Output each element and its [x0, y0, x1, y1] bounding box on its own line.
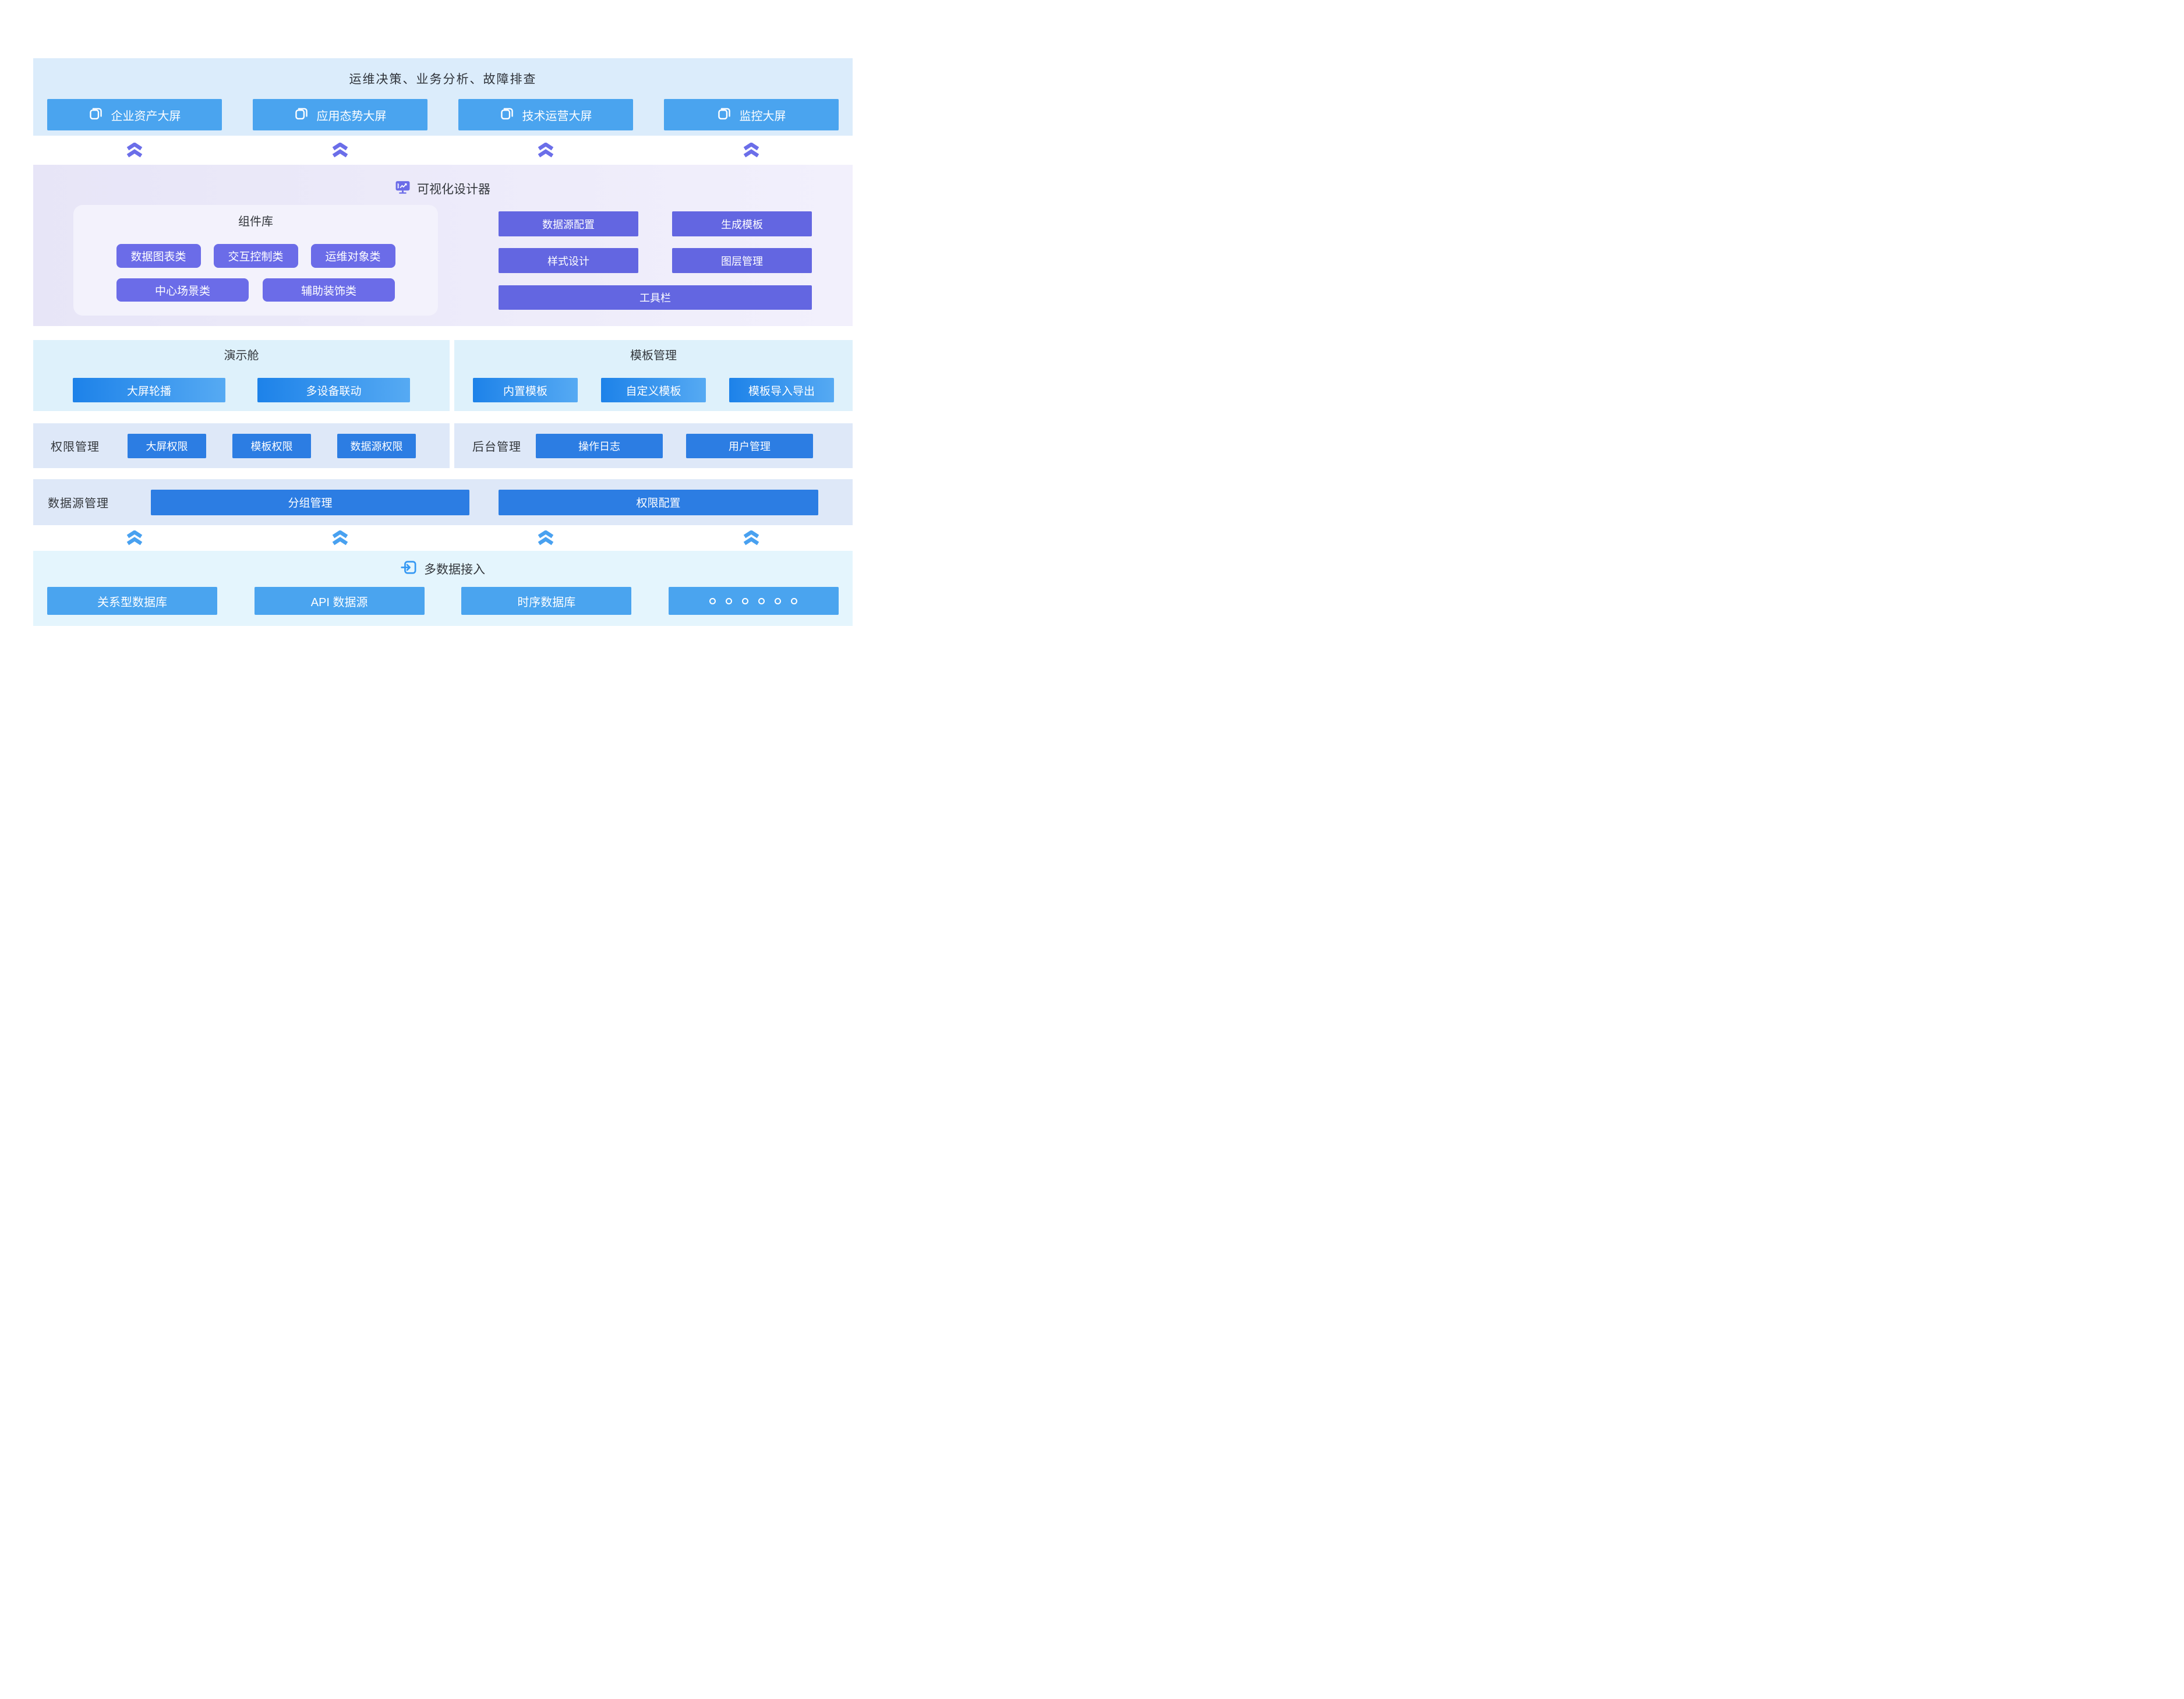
demo-title: 演示舱 [224, 349, 259, 362]
double-chevron-up-icon [47, 142, 222, 158]
datasource-type-button-api[interactable]: API 数据源 [254, 587, 425, 615]
dot-icon [726, 597, 733, 604]
template-management-title: 模板管理 [630, 349, 677, 362]
flow-arrows-row-top [33, 136, 853, 165]
dashboard-button-tech-ops[interactable]: 技术运营大屏 [458, 99, 633, 130]
double-chevron-up-icon [664, 530, 839, 546]
dashboard-button-label: 技术运营大屏 [522, 109, 592, 123]
double-chevron-up-icon [458, 530, 633, 546]
component-category-button-center-scene[interactable]: 中心场景类 [116, 278, 249, 302]
template-button-custom[interactable]: 自定义模板 [601, 378, 706, 402]
dashboard-layer-title: 运维决策、业务分析、故障排查 [349, 73, 537, 86]
datasource-button-group-management[interactable]: 分组管理 [151, 489, 469, 515]
designer-features: 数据源配置 生成模板 样式设计 图层管理 工具栏 [499, 211, 812, 310]
backend-button-user-management[interactable]: 用户管理 [686, 433, 813, 458]
datasource-button-permission-config[interactable]: 权限配置 [499, 489, 818, 515]
component-category-button-interaction[interactable]: 交互控制类 [213, 244, 298, 268]
more-datasources-button[interactable] [668, 587, 839, 615]
architecture-diagram: 运维决策、业务分析、故障排查 企业资产大屏 应用态势大屏 技术运营大屏 监控大屏 [0, 0, 874, 679]
dot-icon [791, 597, 798, 604]
backend-management-label: 后台管理 [472, 441, 521, 454]
flow-arrows-row-bottom [33, 525, 853, 551]
data-access-buttons-row: 关系型数据库 API 数据源 时序数据库 [47, 587, 839, 615]
component-library-panel: 组件库 数据图表类 交互控制类 运维对象类 中心场景类 辅助装饰类 [73, 205, 438, 316]
dashboard-buttons-row: 企业资产大屏 应用态势大屏 技术运营大屏 监控大屏 [47, 99, 839, 130]
double-chevron-up-icon [664, 142, 839, 158]
double-chevron-up-icon [253, 142, 427, 158]
component-library-row2: 中心场景类 辅助装饰类 [73, 278, 438, 302]
dashboard-button-label: 监控大屏 [739, 109, 786, 123]
screens-icon [500, 106, 514, 124]
dot-icon [758, 597, 765, 604]
permission-management-section: 权限管理 大屏权限 模板权限 数据源权限 [33, 423, 450, 468]
template-management-section: 模板管理 内置模板 自定义模板 模板导入导出 [454, 340, 853, 411]
double-chevron-up-icon [253, 530, 427, 546]
double-chevron-up-icon [458, 142, 633, 158]
import-icon [401, 560, 416, 578]
feature-button-generate-template[interactable]: 生成模板 [672, 211, 812, 236]
dashboard-button-monitoring[interactable]: 监控大屏 [664, 99, 839, 130]
template-button-builtin[interactable]: 内置模板 [473, 378, 578, 402]
data-access-section: 多数据接入 关系型数据库 API 数据源 时序数据库 [33, 551, 853, 626]
template-button-import-export[interactable]: 模板导入导出 [729, 378, 834, 402]
permission-button-dashboard[interactable]: 大屏权限 [128, 433, 206, 458]
data-access-header: 多数据接入 [47, 560, 839, 578]
permission-button-datasource[interactable]: 数据源权限 [337, 433, 416, 458]
dot-icon [709, 597, 716, 604]
datasource-type-button-relational-db[interactable]: 关系型数据库 [47, 587, 217, 615]
dashboard-button-label: 企业资产大屏 [111, 109, 181, 123]
datasource-management-section: 数据源管理 分组管理 权限配置 [33, 479, 853, 525]
dashboard-layer-section: 运维决策、业务分析、故障排查 企业资产大屏 应用态势大屏 技术运营大屏 监控大屏 [33, 58, 853, 136]
screens-icon [89, 106, 103, 124]
designer-body: 组件库 数据图表类 交互控制类 运维对象类 中心场景类 辅助装饰类 数据源配置 … [73, 205, 812, 316]
component-library-title: 组件库 [238, 215, 273, 228]
template-buttons-row: 内置模板 自定义模板 模板导入导出 [454, 378, 853, 402]
component-library-row1: 数据图表类 交互控制类 运维对象类 [73, 244, 438, 268]
permission-management-label: 权限管理 [51, 441, 100, 454]
demo-button-multidevice[interactable]: 多设备联动 [257, 378, 410, 402]
permission-button-template[interactable]: 模板权限 [232, 433, 311, 458]
feature-button-style-design[interactable]: 样式设计 [499, 248, 638, 273]
designer-features-row1: 数据源配置 生成模板 [499, 211, 812, 236]
datasource-management-label: 数据源管理 [48, 497, 109, 510]
dot-icon [742, 597, 749, 604]
data-access-title: 多数据接入 [424, 563, 485, 576]
screens-icon [717, 106, 731, 124]
backend-management-section: 后台管理 操作日志 用户管理 [454, 423, 853, 468]
feature-button-layer-management[interactable]: 图层管理 [672, 248, 812, 273]
component-category-button-charts[interactable]: 数据图表类 [116, 244, 201, 268]
demo-button-carousel[interactable]: 大屏轮播 [73, 378, 225, 402]
designer-section: 可视化设计器 组件库 数据图表类 交互控制类 运维对象类 中心场景类 辅助装饰类 [33, 165, 853, 326]
component-category-button-ops-objects[interactable]: 运维对象类 [310, 244, 395, 268]
designer-header: 可视化设计器 [73, 179, 812, 199]
demo-buttons-row: 大屏轮播 多设备联动 [33, 378, 450, 402]
backend-button-operation-log[interactable]: 操作日志 [536, 433, 663, 458]
demo-section: 演示舱 大屏轮播 多设备联动 [33, 340, 450, 411]
double-chevron-up-icon [47, 530, 222, 546]
designer-features-row2: 样式设计 图层管理 [499, 248, 812, 273]
screens-icon [294, 106, 309, 124]
ellipsis-rings-icon [709, 597, 798, 604]
dot-icon [775, 597, 782, 604]
dashboard-button-app-status[interactable]: 应用态势大屏 [253, 99, 427, 130]
dashboard-button-enterprise-assets[interactable]: 企业资产大屏 [47, 99, 222, 130]
dashboard-button-label: 应用态势大屏 [316, 109, 387, 123]
component-category-button-decoration[interactable]: 辅助装饰类 [263, 278, 395, 302]
feature-button-datasource-config[interactable]: 数据源配置 [499, 211, 638, 236]
toolbar-button[interactable]: 工具栏 [499, 285, 812, 310]
datasource-type-button-timeseries-db[interactable]: 时序数据库 [461, 587, 632, 615]
designer-title: 可视化设计器 [417, 183, 490, 196]
monitor-chart-icon [395, 180, 411, 198]
